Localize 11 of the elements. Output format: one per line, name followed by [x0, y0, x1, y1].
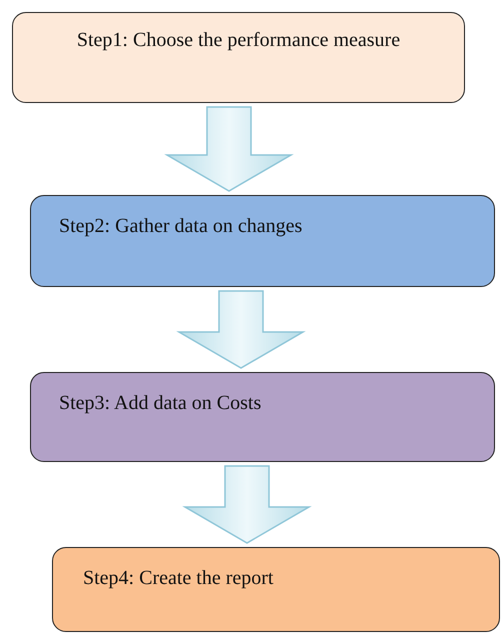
- step-text: Step2: Gather data on changes: [59, 214, 302, 239]
- step-text: Step3: Add data on Costs: [59, 391, 262, 416]
- block-arrow: [164, 106, 294, 192]
- step-box: [30, 195, 495, 287]
- block-arrow: [182, 465, 312, 544]
- step-text: Step4: Create the report: [83, 566, 274, 591]
- step-box: [52, 547, 500, 632]
- step-box: [30, 372, 495, 462]
- block-arrow: [176, 290, 306, 369]
- step-text: Step1: Choose the performance measure: [76, 28, 400, 53]
- step-box: [12, 12, 465, 103]
